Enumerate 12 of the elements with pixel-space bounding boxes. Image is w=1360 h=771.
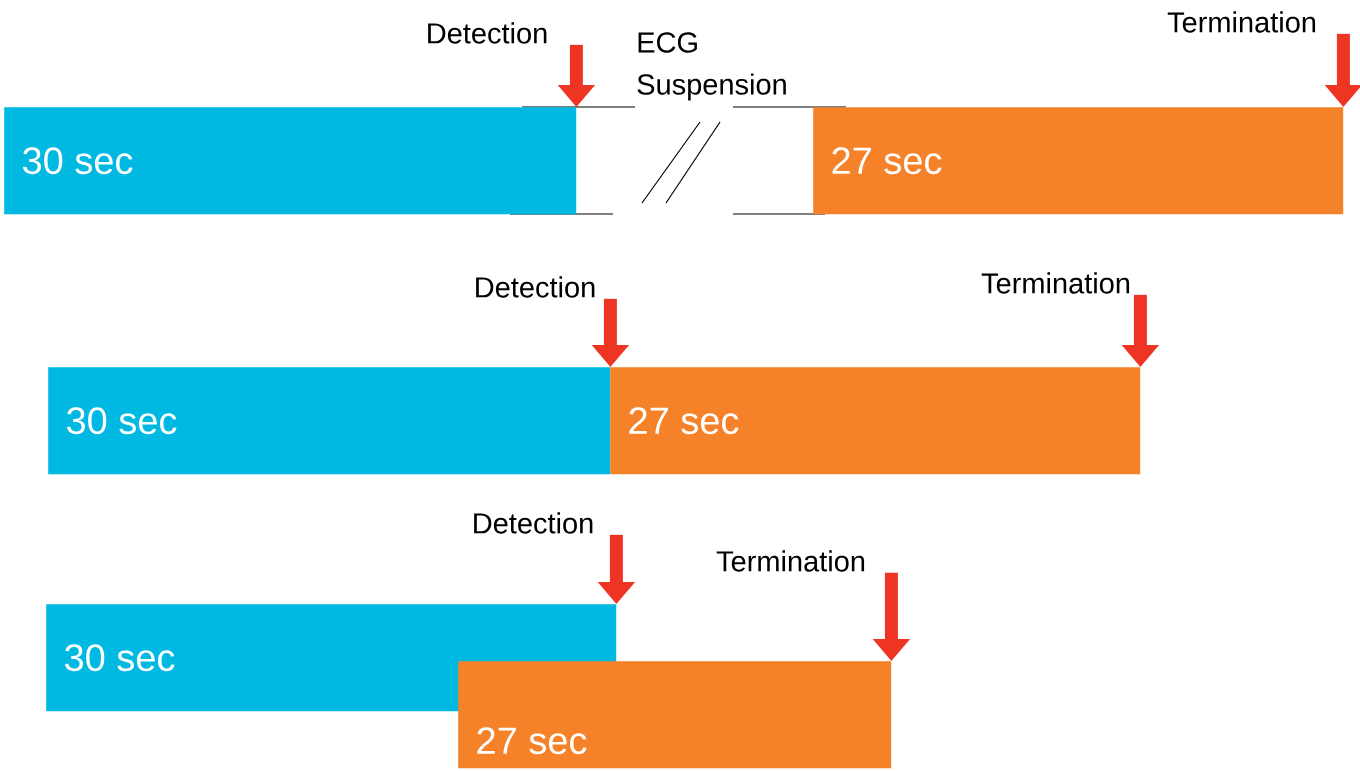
time-bar: 27 sec [458,661,892,769]
event-label: Detection [476,276,595,298]
time-bar: 27 sec [610,367,1141,475]
time-bar: 27 sec [813,107,1344,215]
event-label: Termination [1167,11,1316,33]
time-bar: 30 sec [4,107,577,215]
event-label: Termination [716,550,865,572]
annotation-text: ECG Suspension [637,32,786,101]
time-bar: 30 sec [48,367,611,475]
event-label: Termination [981,272,1130,294]
event-label: Detection [428,22,547,44]
event-label: Detection [474,512,593,534]
